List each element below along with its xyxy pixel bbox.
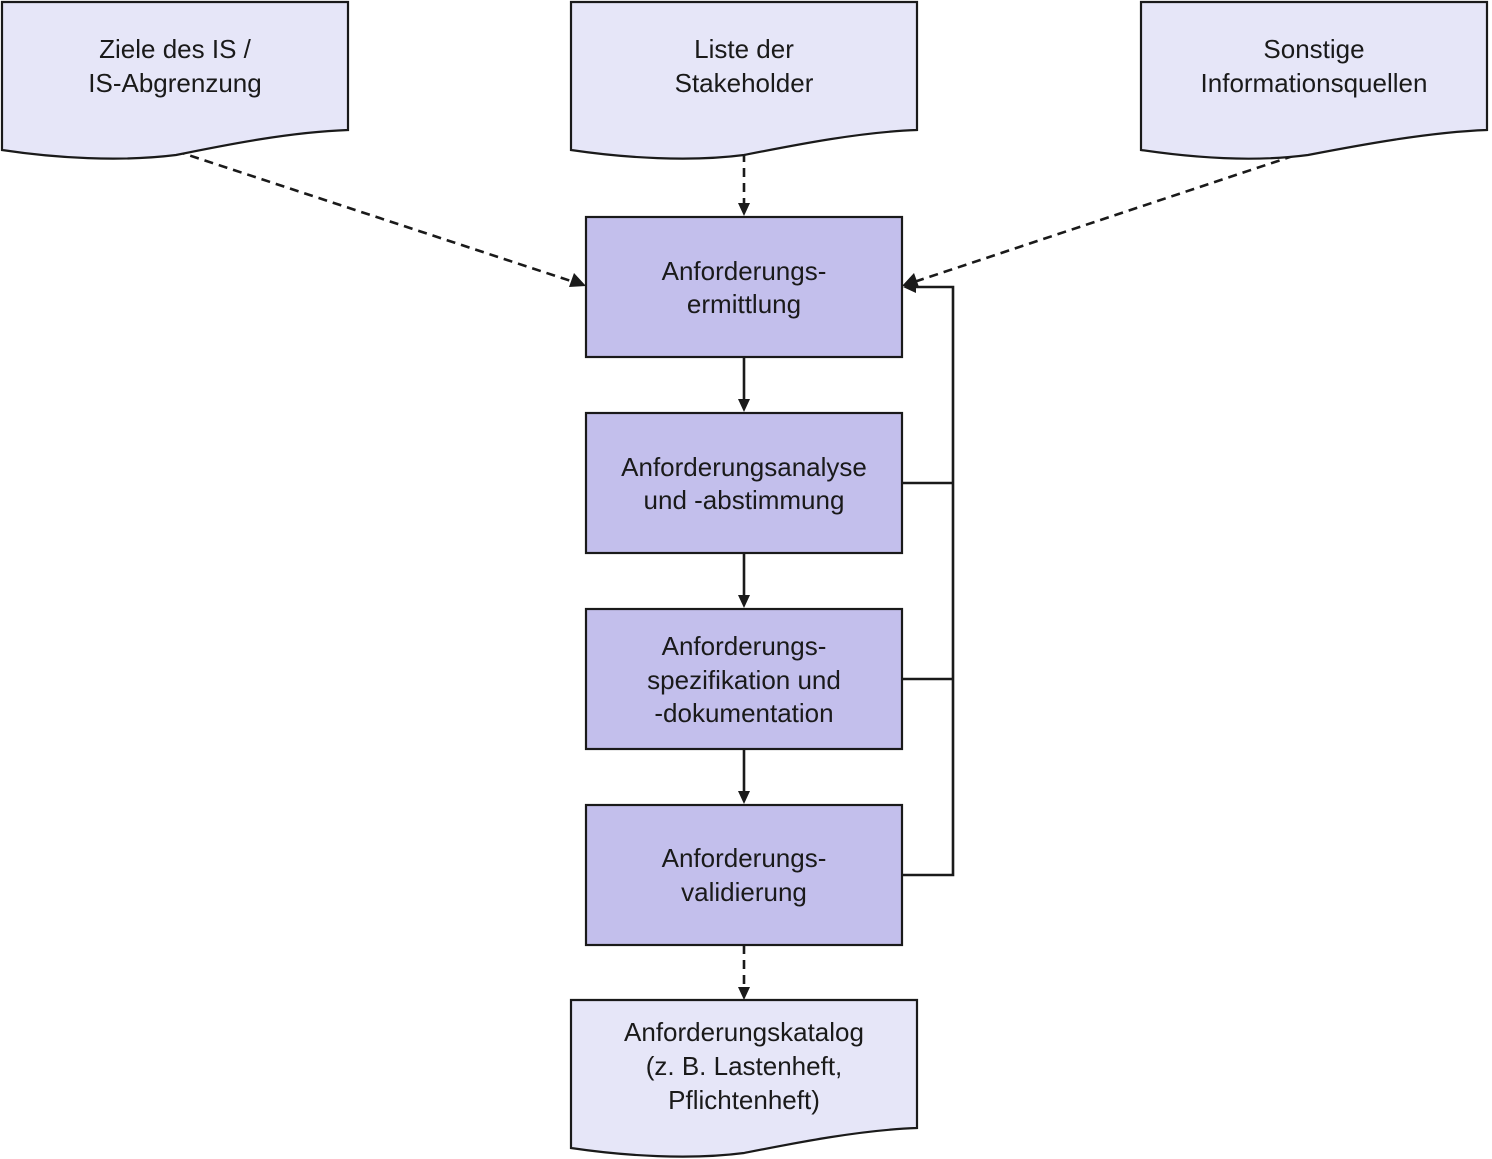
- input-document-sonstige: Sonstige Informationsquellen: [1139, 0, 1489, 160]
- arrowhead-spezifikation-to-validierung: [738, 791, 750, 804]
- output-katalog-line-1: Anforderungskatalog: [624, 1017, 864, 1047]
- input-sonstige-line-1: Sonstige: [1263, 34, 1364, 64]
- step-spezifikation: Anforderungs- spezifikation und -dokumen…: [584, 607, 904, 751]
- input-stakeholder-line-2: Stakeholder: [675, 68, 814, 98]
- step-analyse-line-1: Anforderungsanalyse: [621, 452, 867, 482]
- step-ermittlung-line-2: ermittlung: [687, 289, 801, 319]
- arrowhead-validierung-to-katalog: [738, 987, 750, 1000]
- edge-ziele-to-ermittlung: [175, 149, 575, 284]
- input-ziele-line-2: IS-Abgrenzung: [88, 68, 261, 98]
- step-validierung-line-1: Anforderungs-: [662, 843, 827, 873]
- arrowhead-ermittlung-to-analyse: [738, 399, 750, 412]
- arrowhead-ziele-to-ermittlung: [569, 273, 586, 287]
- step-ermittlung: Anforderungs- ermittlung: [584, 215, 904, 359]
- step-analyse: Anforderungsanalyse und -abstimmung: [584, 411, 904, 555]
- arrowhead-feedback-to-ermittlung: [903, 281, 916, 293]
- input-sonstige-line-2: Informationsquellen: [1201, 68, 1428, 98]
- output-document-katalog: Anforderungskatalog (z. B. Lastenheft, P…: [569, 998, 919, 1158]
- arrowhead-analyse-to-spezifikation: [738, 595, 750, 608]
- step-analyse-line-2: und -abstimmung: [644, 485, 845, 515]
- output-katalog-line-2: (z. B. Lastenheft,: [646, 1051, 843, 1081]
- input-ziele-line-1: Ziele des IS /: [99, 34, 252, 64]
- edge-sonstige-to-ermittlung: [913, 149, 1309, 284]
- step-validierung-line-2: validierung: [681, 877, 807, 907]
- input-stakeholder-line-1: Liste der: [694, 34, 794, 64]
- step-ermittlung-line-1: Anforderungs-: [662, 256, 827, 286]
- arrowhead-stakeholder-to-ermittlung: [738, 203, 750, 216]
- input-document-stakeholder: Liste der Stakeholder: [569, 0, 919, 160]
- step-spezifikation-line-1: Anforderungs-: [662, 631, 827, 661]
- edges: [175, 149, 1309, 1000]
- step-spezifikation-line-2: spezifikation und: [647, 665, 841, 695]
- step-validierung: Anforderungs- validierung: [584, 803, 904, 947]
- input-document-ziele: Ziele des IS / IS-Abgrenzung: [0, 0, 350, 160]
- edge-validierung-feedback: [903, 285, 955, 877]
- step-spezifikation-line-3: -dokumentation: [654, 698, 833, 728]
- output-katalog-line-3: Pflichtenheft): [668, 1085, 820, 1115]
